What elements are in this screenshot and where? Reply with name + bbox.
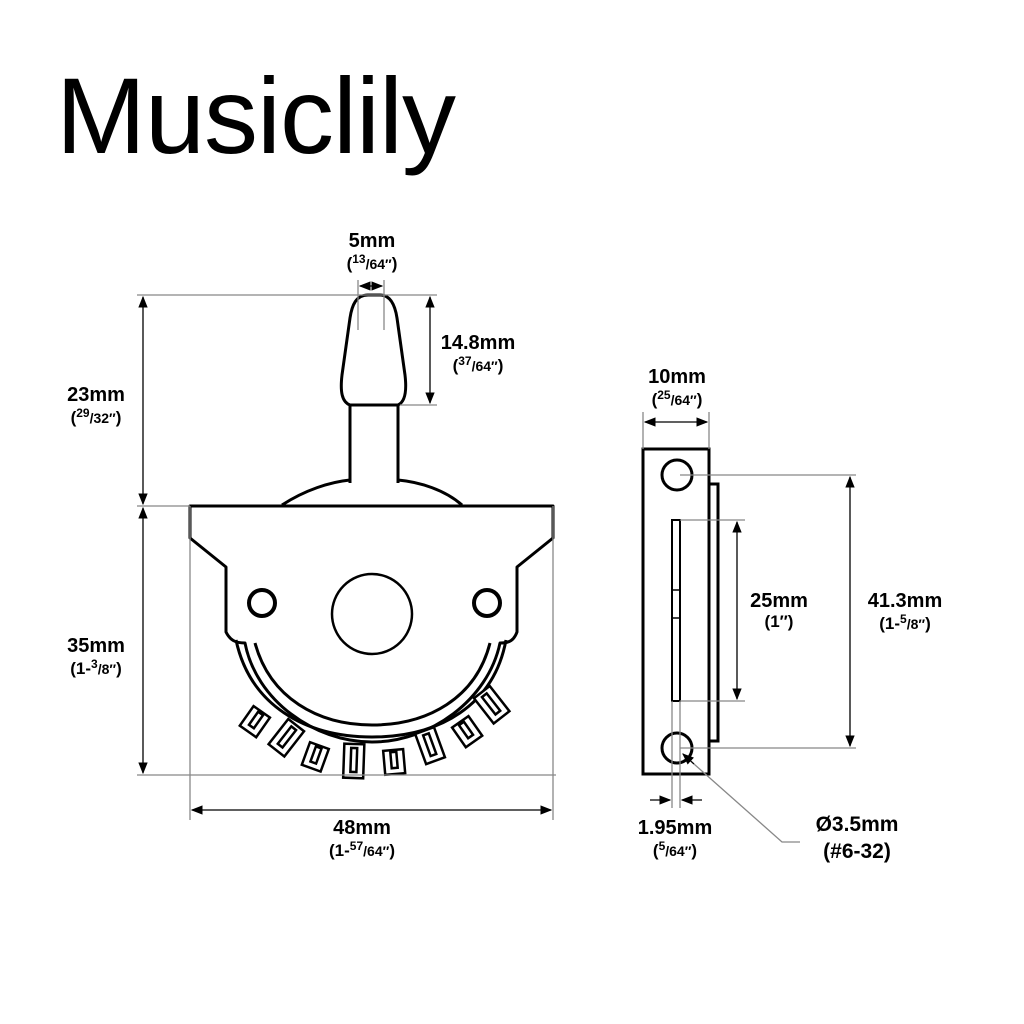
front-dimension-lines [137,280,556,820]
dim-plate-width: 10mm (25/64″) [648,366,706,409]
brand-title: Musiclily [56,55,456,176]
side-view [641,447,720,776]
side-slot [671,519,681,702]
terminals [238,684,512,780]
dim-lever-tip-height: 14.8mm (37/64″) [440,332,516,375]
lever-base-arc [281,478,463,507]
dim-slot-length: 25mm (1″) [750,590,808,631]
dim-body-height: 35mm (1-3/8″) [67,635,125,678]
mount-hole-left [247,588,277,618]
body-rim-arc [253,642,492,727]
dim-slot-offset: 1.95mm (5/64″) [637,817,713,860]
front-dimension-arrows [138,281,553,815]
dim-body-width: 48mm (1-57/64″) [329,817,395,860]
side-plate [641,447,711,776]
side-dimension-lines [642,412,856,843]
dim-hole-diameter: Ø3.5mm (#6-32) [815,813,899,863]
side-flange [707,482,720,743]
dim-hole-spacing: 41.3mm (1-5/8″) [867,590,943,633]
mount-hole-right [472,588,502,618]
dim-lever-height: 23mm (29/32″) [67,384,125,427]
center-hole [330,572,414,656]
side-dimension-arrows [643,417,855,805]
lever-shaft [348,405,400,483]
lever-tip [339,293,408,407]
dim-lever-tip-width: 5mm (13/64″) [346,230,398,273]
